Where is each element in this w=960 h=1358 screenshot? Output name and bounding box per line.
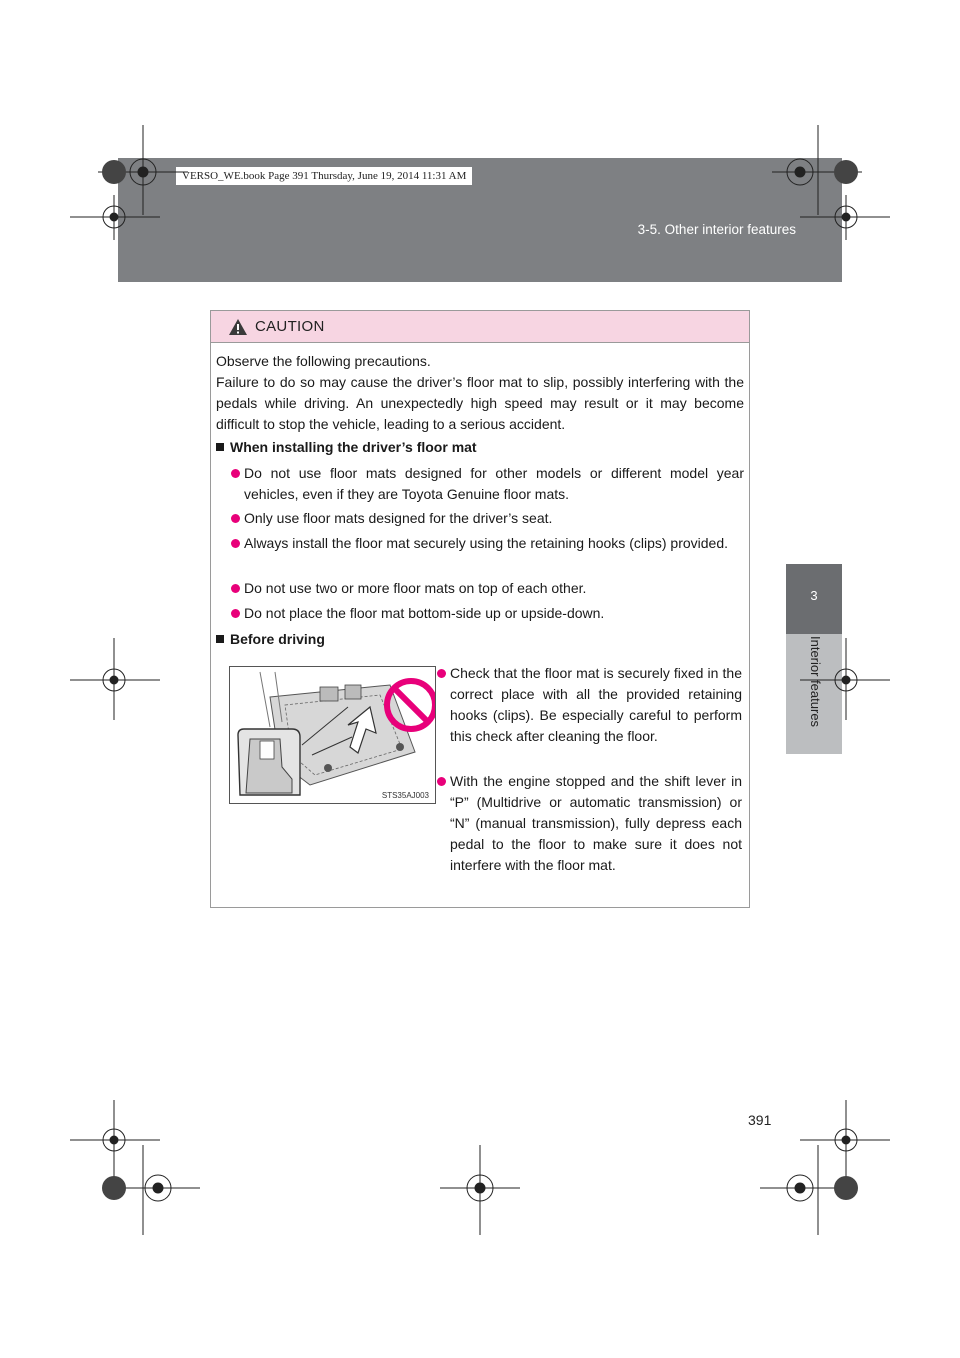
list-item: Only use floor mats designed for the dri… [231,508,744,529]
chapter-label: Interior features [808,636,823,728]
caution-header: CAUTION [211,311,749,343]
caution-title: CAUTION [255,318,325,335]
heading-installing: When installing the driver’s floor mat [216,437,477,458]
bullet-icon [231,584,240,593]
warning-icon [229,319,247,335]
square-bullet-icon [216,443,224,451]
page-number: 391 [748,1112,772,1128]
chapter-strip [786,634,842,754]
bullet-icon [437,669,446,678]
heading-before-driving: Before driving [216,629,325,650]
square-bullet-icon [216,635,224,643]
floor-mat-drawing [237,671,435,796]
intro-line: Observe the following precautions. [216,353,431,369]
list-item: Do not use floor mats designed for other… [231,463,744,505]
bullet-icon [231,539,240,548]
intro-paragraph: Failure to do so may cause the driver’s … [216,374,744,432]
bullet-icon [231,514,240,523]
list-item: Always install the floor mat securely us… [231,533,744,554]
floor-mat-illustration: STS35AJ003 [229,666,436,804]
book-stamp: VERSO_WE.book Page 391 Thursday, June 19… [176,167,473,185]
bullet-icon [437,777,446,786]
figure-code: STS35AJ003 [381,791,429,800]
caution-box: CAUTION Observe the following precaution… [210,310,750,908]
bullet-icon [231,609,240,618]
chapter-tab: 3 [786,564,842,634]
list-item: Do not use two or more floor mats on top… [231,578,744,599]
section-title: 3-5. Other interior features [637,222,796,237]
list-item: Check that the floor mat is securely fix… [437,663,742,747]
chapter-number: 3 [810,588,818,603]
list-item: Do not place the floor mat bottom-side u… [231,603,744,624]
bullet-icon [231,469,240,478]
list-item: With the engine stopped and the shift le… [437,771,742,876]
